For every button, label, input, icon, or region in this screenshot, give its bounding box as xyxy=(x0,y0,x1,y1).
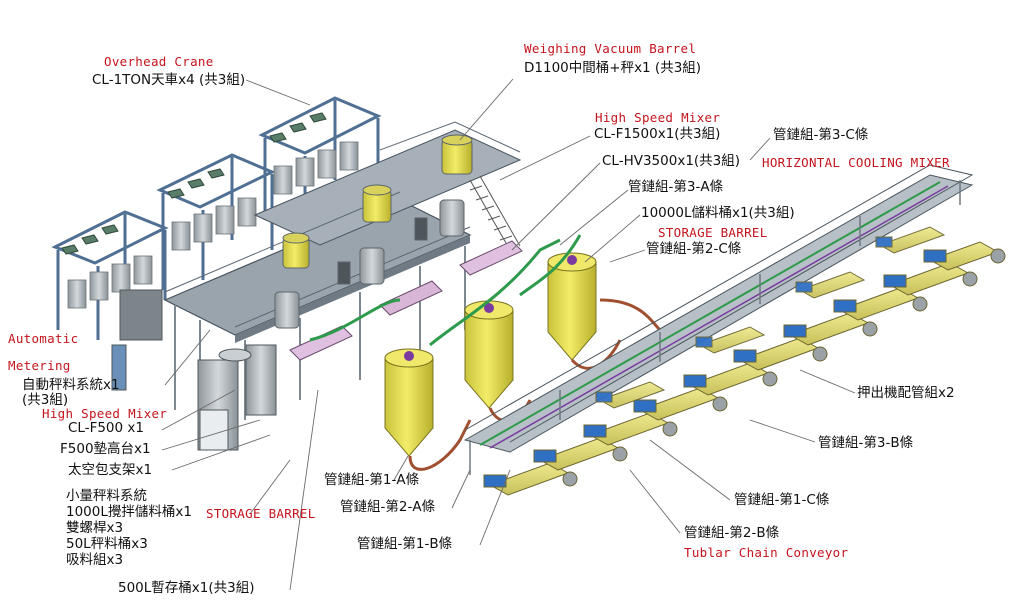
conveyor-frame xyxy=(463,164,974,475)
leader-lines xyxy=(161,78,856,591)
label-twin-screw-zh: 雙螺桿x3 xyxy=(66,520,124,536)
left-metering-equipment xyxy=(111,289,277,451)
platform-vessels xyxy=(274,134,473,329)
label-hcm-zh: CL-HV3500x1(共3組) xyxy=(602,153,741,169)
label-hs-mixer-left-zh: CL-F500 x1 xyxy=(68,420,144,436)
label-chain-1c: 管鏈組-第1-C條 xyxy=(734,492,830,508)
label-overhead-crane-en: Overhead Crane xyxy=(104,54,214,69)
label-auto-metering-en-1: Automatic xyxy=(8,331,79,346)
label-auto-metering-zh-2: (共3組) xyxy=(22,392,69,408)
label-mix-storage-zh: 1000L攪拌儲料桶x1 xyxy=(66,504,192,520)
extruder-row xyxy=(483,241,1006,496)
label-auto-metering-zh-1: 自動秤料系統x1 xyxy=(22,377,120,393)
crane-hoists xyxy=(61,112,327,255)
label-storage-10000: 10000L儲料桶x1(共3組) xyxy=(641,205,795,221)
label-small-metering-zh: 小量秤料系統 xyxy=(66,488,147,504)
label-chain-2b: 管鏈組-第2-B條 xyxy=(684,525,780,541)
label-overhead-crane-zh: CL-1TON天車x4 (共3組) xyxy=(92,72,246,88)
label-chain-3a: 管鏈組-第3-A條 xyxy=(628,179,724,195)
label-chain-1a: 管鏈組-第1-A條 xyxy=(324,472,420,488)
label-chain-1b: 管鏈組-第1-B條 xyxy=(357,536,453,552)
extruder-row-back xyxy=(595,226,946,409)
label-hs-mixer-top-zh: CL-F1500x1(共3組) xyxy=(594,126,721,142)
label-weighing-vacuum-zh: D1100中間桶+秤x1 (共3組) xyxy=(524,60,702,76)
label-suction-zh: 吸料組x3 xyxy=(66,552,124,568)
label-auto-metering-en-2: Metering xyxy=(8,358,71,373)
label-extruder-pipes: 押出機配管組x2 xyxy=(857,385,955,401)
label-hs-mixer-top-en: High Speed Mixer xyxy=(595,110,721,125)
label-weigh-bucket-zh: 50L秤料桶x3 xyxy=(66,536,148,552)
label-storage-en-left: STORAGE BARREL xyxy=(206,506,316,521)
storage-silos xyxy=(384,252,597,457)
horizontal-cooling-mixers xyxy=(289,240,523,361)
bulk-bags xyxy=(67,141,359,309)
label-platform-zh: F500墊高台x1 xyxy=(60,441,151,457)
label-weighing-vacuum-en: Weighing Vacuum Barrel xyxy=(524,41,697,56)
label-bag-stand-zh: 太空包支架x1 xyxy=(68,462,153,478)
label-tubular-chain-en: Tublar Chain Conveyor xyxy=(684,545,849,560)
label-chain-3c: 管鏈組-第3-C條 xyxy=(773,127,869,143)
label-storage-en-right: STORAGE BARREL xyxy=(658,225,768,240)
label-chain-2c: 管鏈組-第2-C條 xyxy=(646,241,742,257)
label-chain-2a: 管鏈組-第2-A條 xyxy=(340,499,436,515)
label-hs-mixer-left-en: High Speed Mixer xyxy=(42,406,168,421)
label-temp-storage-zh: 500L暫存桶x1(共3組) xyxy=(118,580,255,596)
label-chain-3b: 管鏈組-第3-B條 xyxy=(818,435,914,451)
label-hcm-en: HORIZONTAL COOLING MIXER xyxy=(762,155,950,170)
